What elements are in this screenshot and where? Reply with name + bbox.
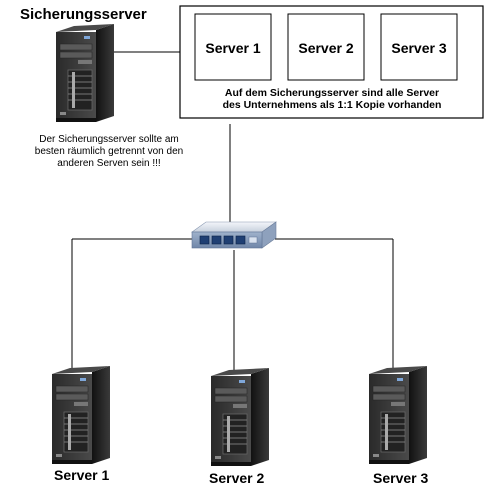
copy-box-server2 [287,13,365,81]
copy-box-server3 [380,13,458,81]
copy-box-label-server3: Server 3 [391,40,447,56]
copy-box-server1 [194,13,272,81]
caption-line: des Unternehmens als 1:1 Kopie vorhanden [222,99,442,111]
note-line: anderen Serven sein !!! [57,158,161,169]
copy-box-label-server1: Server 1 [205,40,261,56]
backup-server-note: Der Sicherungsserver sollte am besten rä… [14,134,204,170]
server-label-1: Server 1 [54,467,110,483]
caption-line: Auf dem Sicherungsserver sind alle Serve… [224,87,440,99]
server-label-3: Server 3 [373,470,429,486]
connection-lines [71,51,394,372]
note-line: besten räumlich getrennt von den [34,146,184,157]
server-tower-icon [368,365,428,465]
server-tower-icon [55,23,115,123]
copy-box-label-server2: Server 2 [298,40,354,56]
server-tower-icon [210,367,270,467]
note-line: Der Sicherungsserver sollte am [39,134,179,145]
server-tower-icon [51,365,111,465]
backup-server-title: Sicherungsserver [20,6,147,23]
copy-panel-caption: Auf dem Sicherungsserver sind alle Serve… [182,87,482,111]
server-label-2: Server 2 [209,470,265,486]
network-switch-icon [191,221,277,249]
